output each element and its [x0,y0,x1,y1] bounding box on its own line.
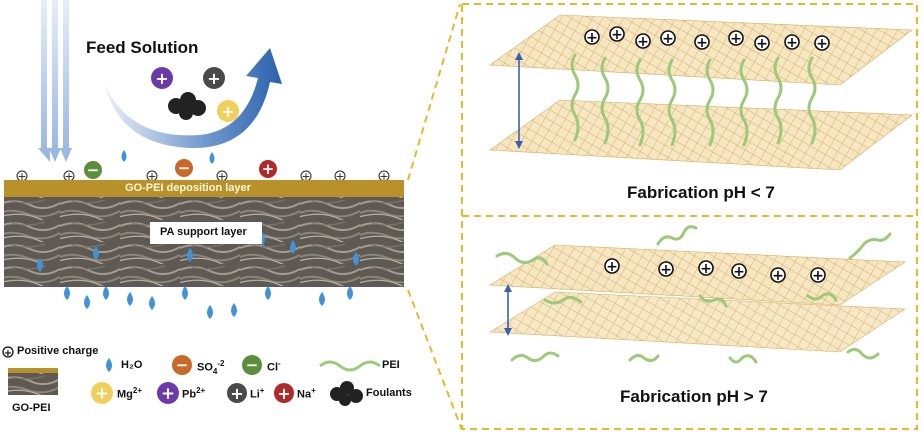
svg-text:+: + [95,384,109,404]
pei-chains-ph-high [495,225,892,364]
feed-deflection-arrow [105,48,282,149]
pei-chains-ph-low [570,53,817,147]
legend-pb-sup: 2+ [196,386,206,395]
svg-text:−: − [87,161,100,179]
legend-so4-sup: -2 [217,359,225,368]
svg-text:+: + [335,170,344,183]
svg-text:−: − [246,356,259,374]
svg-text:+: + [217,170,226,183]
legend-na-base: Na [297,388,312,401]
legend-mg-base: Mg [117,388,133,401]
svg-text:+: + [733,264,745,280]
svg-text:+: + [611,27,623,43]
svg-text:+: + [155,69,168,88]
svg-text:+: + [696,35,708,51]
legend-cl-sup: - [278,359,281,368]
legend-li-sup: + [259,386,265,395]
svg-text:+: + [17,170,26,183]
legend-h2o: H₂O [121,359,143,371]
svg-text:+: + [606,259,618,275]
legend-go-pei: GO-PEI [12,402,51,414]
legend-pb-base: Pb [182,388,197,401]
legend-na-sup: + [311,386,316,395]
svg-text:+: + [812,268,824,284]
svg-text:+: + [662,31,674,47]
svg-text:+: + [786,35,798,51]
legend-symbols: + − − + + + + [2,346,381,406]
legend-so4-sub: 4 [212,366,218,376]
right-panel-border [407,3,918,431]
caption-ph-high: Fabrication pH > 7 [620,387,768,406]
legend-foulants: Foulants [366,387,412,399]
support-layer-label: PA support layer [160,226,247,238]
svg-text:+: + [221,102,234,121]
legend-na: Na+ [297,386,316,401]
feed-solution-label: Feed Solution [86,38,199,57]
legend-mg-sup: 2+ [132,386,143,395]
svg-text:+: + [756,36,768,52]
svg-text:+: + [660,262,672,278]
legend-cl-base: Cl [267,361,278,374]
legend-pb: Pb2+ [182,386,205,401]
water-drops-permeate [37,232,359,319]
svg-text:+: + [161,384,175,404]
caption-ph-low: Fabrication pH < 7 [627,183,775,202]
svg-text:−: − [178,159,191,177]
sheets-ph-high [489,244,906,353]
svg-text:+: + [4,348,12,359]
spacing-arrow-ph-low [515,52,523,149]
legend-li: Li+ [250,386,264,401]
feed-ions: + + + [151,67,239,122]
svg-text:+: + [700,261,712,277]
positive-charges-ph-high: + + + + + + [604,258,826,284]
svg-text:+: + [379,170,388,183]
incoming-flow-arrows [38,0,72,162]
legend-so4: SO4-2 [197,359,224,376]
svg-text:+: + [64,170,73,183]
legend-so4-base: SO [197,361,213,374]
svg-text:+: + [207,69,220,88]
legend-li-base: Li [250,388,260,401]
svg-text:+: + [637,34,649,50]
legend-cl: Cl- [267,359,281,374]
svg-text:+: + [586,30,598,46]
surface-ions: + + + + + + + − − + [16,159,390,183]
svg-text:+: + [816,36,828,52]
support-layer-label-box: PA support layer [150,222,262,244]
deposition-layer-rect [4,180,404,197]
svg-text:+: + [772,268,784,284]
legend-positive-charge: Positive charge [17,345,99,357]
legend-go-pei-swatch-bottom [8,373,58,395]
legend-pei: PEI [382,359,400,371]
svg-text:+: + [262,160,275,178]
spacing-arrow-ph-high [504,284,512,336]
svg-text:+: + [730,31,742,47]
svg-text:+: + [301,170,310,183]
legend-go-pei-swatch-top [8,368,58,373]
svg-text:−: − [176,356,189,374]
legend-mg: Mg2+ [117,386,142,401]
svg-text:+: + [147,170,156,183]
svg-text:+: + [230,384,243,403]
positive-charges-ph-low: + + + + + + + + + [584,26,830,52]
svg-text:+: + [277,384,290,403]
water-drops-feed [121,150,215,164]
deposition-layer-label: GO-PEI deposition layer [125,182,251,194]
